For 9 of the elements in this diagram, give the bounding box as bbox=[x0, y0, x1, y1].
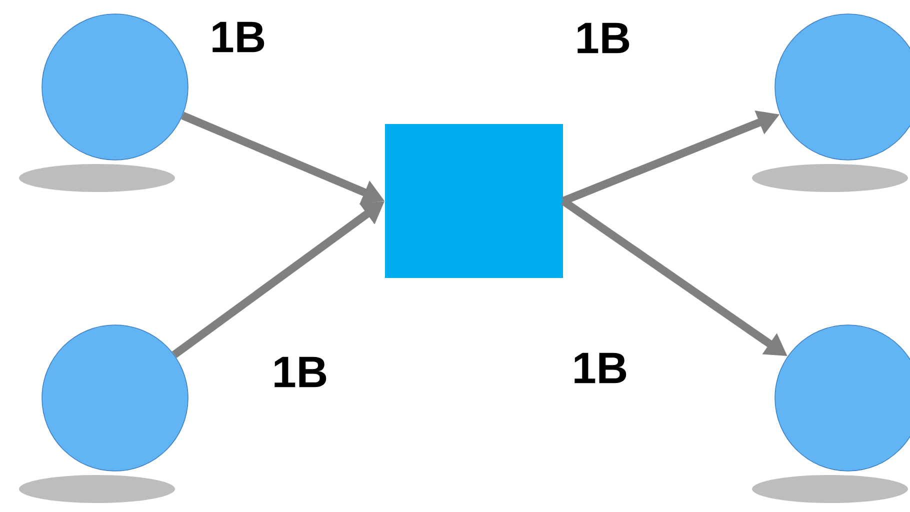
edge-label: 1B bbox=[578, 22, 630, 54]
circle bbox=[752, 324, 910, 503]
square bbox=[385, 124, 563, 278]
edge-label: 1B bbox=[212, 22, 264, 52]
edge-label: 1B bbox=[574, 352, 626, 384]
edge-label: 1B bbox=[274, 356, 326, 388]
circle bbox=[19, 324, 188, 503]
circle bbox=[19, 14, 188, 192]
circle bbox=[752, 14, 910, 192]
